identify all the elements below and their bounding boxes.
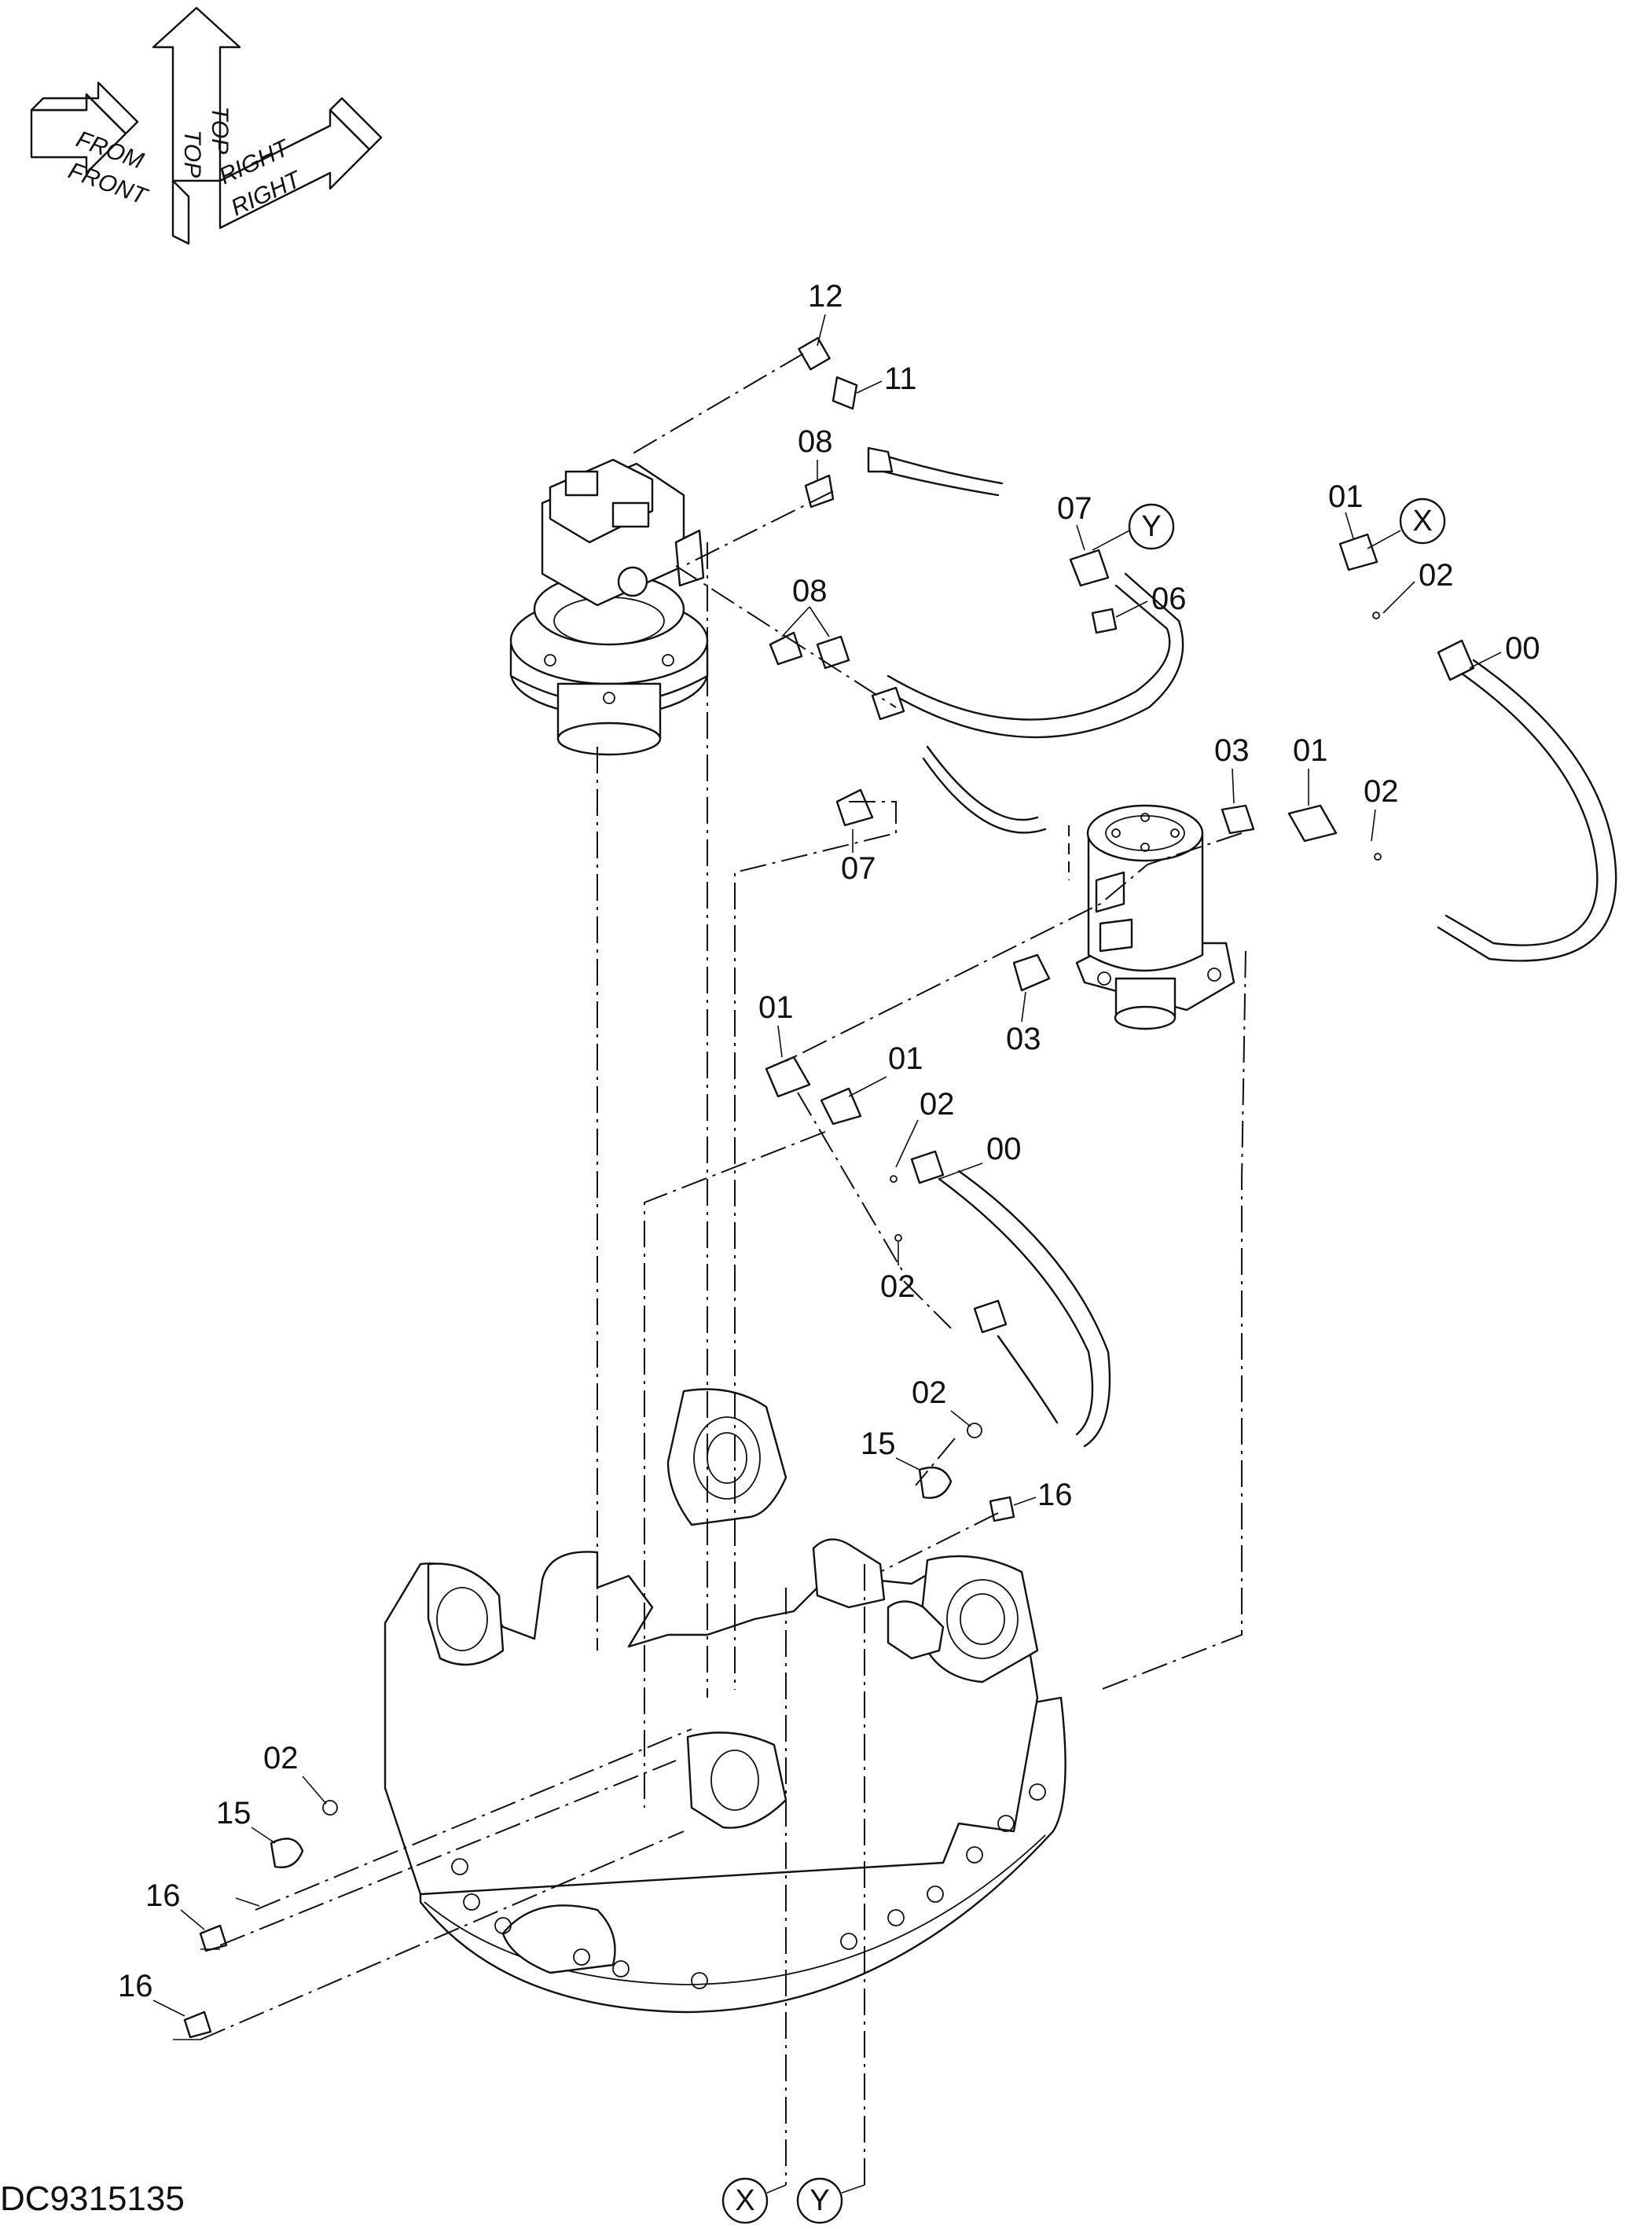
label-02-hose-lower: 02 xyxy=(880,1269,916,1304)
centre-lines xyxy=(173,353,1246,2185)
rotary-joint xyxy=(1075,804,1235,1030)
ref-y-top-label: Y xyxy=(1141,510,1161,543)
label-00-topright: 00 xyxy=(1505,631,1540,666)
label-15-pin: 15 xyxy=(861,1427,896,1461)
label-top-b: TOP xyxy=(207,106,233,154)
ref-y-top xyxy=(1128,503,1175,550)
swing-frame xyxy=(384,1388,1066,2014)
label-07-mid: 07 xyxy=(841,851,876,886)
label-11: 11 xyxy=(884,362,917,396)
label-01-right: 01 xyxy=(888,1041,923,1076)
ref-x-bottom-label: X xyxy=(735,2184,754,2217)
ref-y-bottom xyxy=(796,2177,843,2224)
label-02-upper: 02 xyxy=(920,1087,955,1122)
label-03-low: 03 xyxy=(1006,1022,1041,1056)
label-02-mid: 02 xyxy=(1364,774,1399,809)
label-06: 06 xyxy=(1151,582,1187,616)
label-08-mid: 08 xyxy=(792,574,828,608)
label-07-top: 07 xyxy=(1057,491,1092,526)
label-12: 12 xyxy=(808,279,843,314)
drawing-code: DC9315135 xyxy=(0,2179,185,2218)
label-16-left-lower: 16 xyxy=(118,1969,153,2003)
ref-x-top-label: X xyxy=(1412,505,1432,538)
label-01-topright: 01 xyxy=(1328,479,1364,514)
label-00-lower: 00 xyxy=(986,1132,1022,1166)
label-top-a: TOP xyxy=(179,130,205,178)
label-01-mid: 01 xyxy=(1293,733,1328,768)
ref-x-bottom xyxy=(721,2177,769,2224)
label-16-left-upper: 16 xyxy=(145,1878,181,1913)
ref-x-top xyxy=(1399,498,1446,545)
ref-y-bottom-label: Y xyxy=(809,2184,829,2217)
label-03-top: 03 xyxy=(1214,733,1250,768)
label-02-pin: 02 xyxy=(912,1375,947,1410)
label-15-left: 15 xyxy=(216,1796,251,1831)
label-01-left: 01 xyxy=(758,990,794,1025)
part-labels: 12 11 08 08 07 06 07 01 02 00 03 01 02 0… xyxy=(118,279,1540,2017)
label-02-left: 02 xyxy=(263,1741,299,1775)
reference-markers: Y X X Y xyxy=(721,498,1446,2224)
label-02-topright: 02 xyxy=(1419,558,1454,593)
label-16-pin: 16 xyxy=(1037,1478,1073,1512)
orientation-indicator: FROM FRONT TOP TOP RIGHT RIGHT xyxy=(30,6,383,245)
label-08-top: 08 xyxy=(798,424,833,459)
hydraulic-motor xyxy=(509,458,709,756)
